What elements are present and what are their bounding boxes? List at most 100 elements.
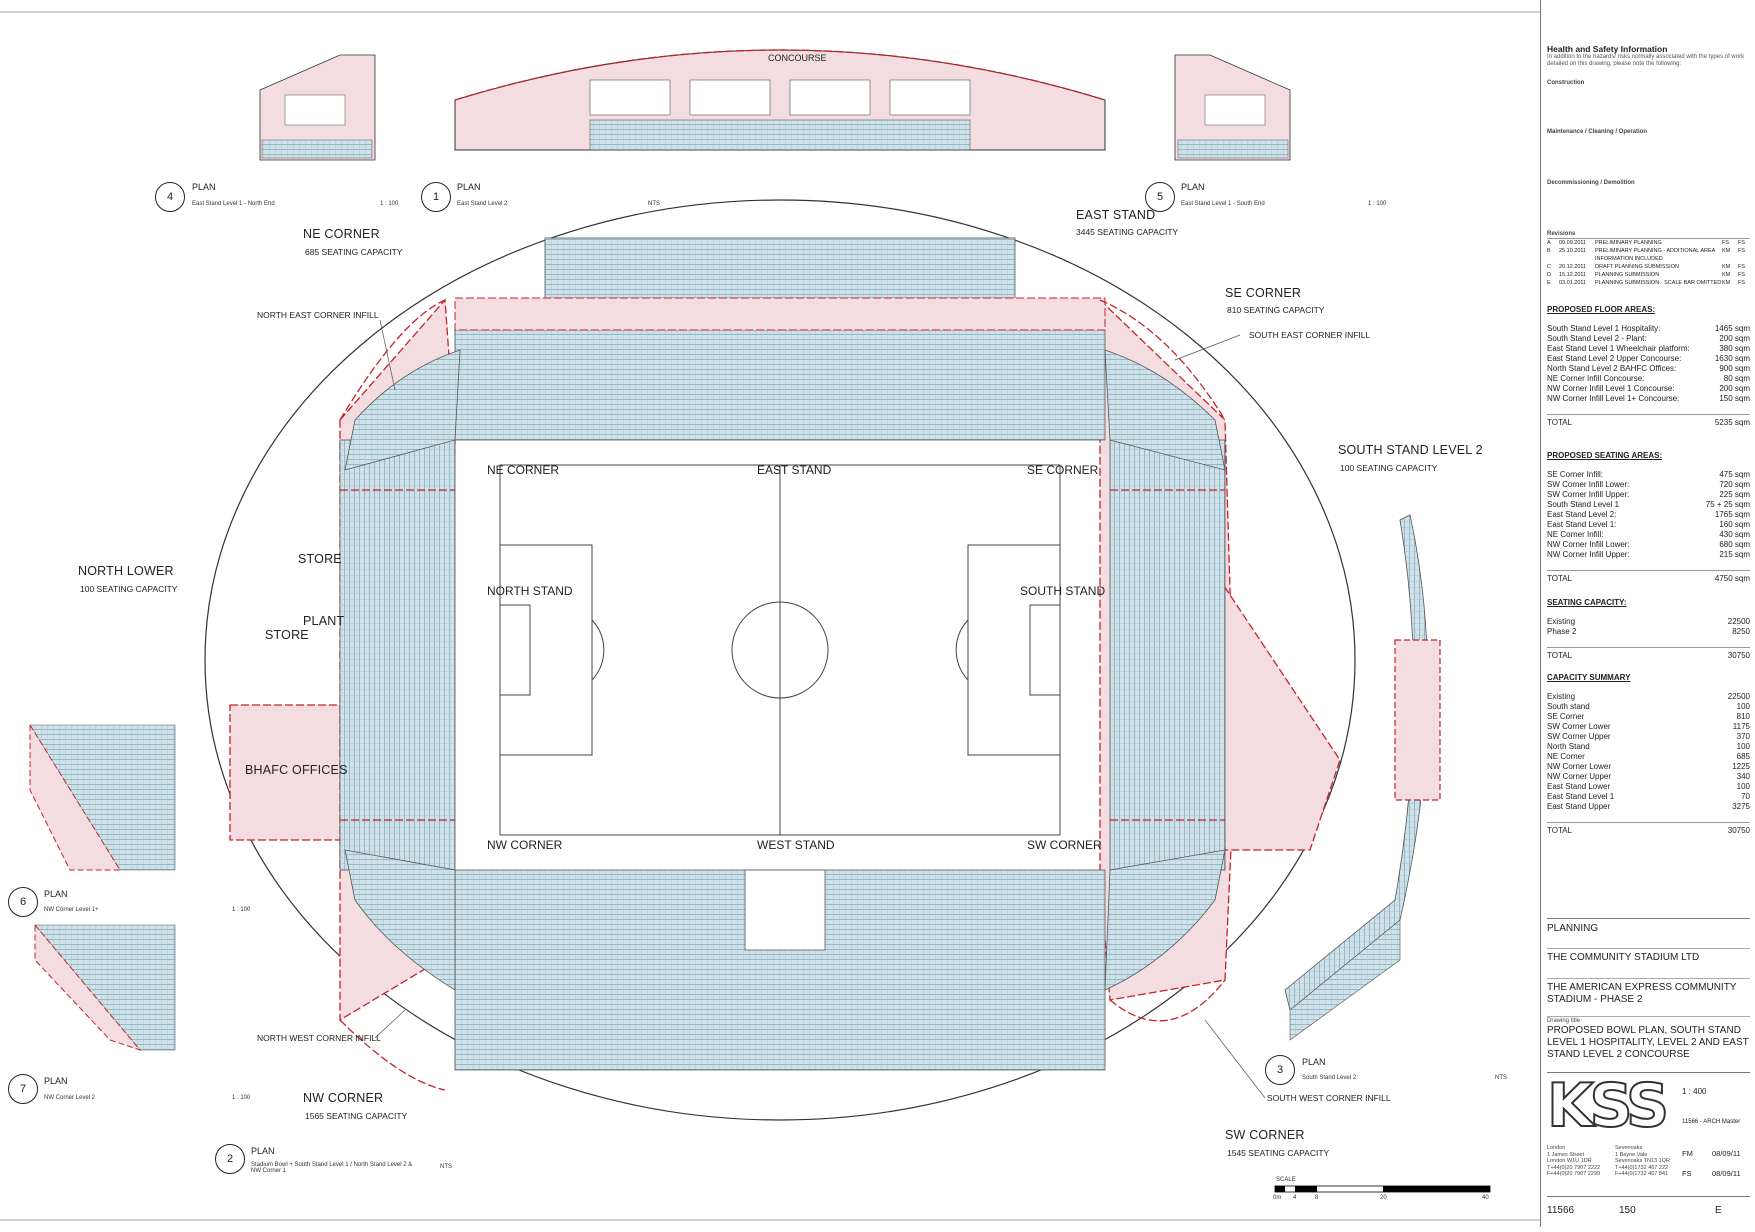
row-value: 100 — [1736, 782, 1750, 791]
seating-areas-list: SE Corner Infill:475 sqm SW Corner Infill… — [1547, 470, 1750, 560]
row-label: North Stand — [1547, 742, 1590, 751]
revision-by: KM — [1722, 280, 1731, 286]
store-label-1: STORE — [298, 552, 342, 566]
capacity-total-label: TOTAL — [1547, 651, 1573, 660]
plan-5-scale: 1 : 100 — [1368, 201, 1387, 207]
nw-corner-infill-label: NORTH WEST CORNER INFILL — [257, 1033, 381, 1043]
sw-corner-infill-label: SOUTH WEST CORNER INFILL — [1267, 1093, 1391, 1103]
health-safety-section: Health and Safety Information In additio… — [1547, 44, 1750, 68]
field-ne-corner-label: NE CORNER — [487, 463, 560, 477]
revision-by: KM — [1722, 264, 1731, 270]
drawing-title-section: Drawing title PROPOSED BOWL PLAN, SOUTH … — [1547, 1016, 1750, 1061]
plant-label: PLANT — [303, 614, 345, 628]
hospitality-area — [1198, 549, 1341, 851]
row-value: 70 — [1741, 792, 1750, 801]
seating-total-label: TOTAL — [1547, 574, 1573, 583]
plan-2-scale: NTS — [440, 1164, 452, 1170]
status-text: PLANNING — [1547, 923, 1599, 934]
se-corner-label: SE CORNER — [1225, 286, 1302, 300]
plan-2-number: 2 — [215, 1144, 245, 1174]
plan-6-title: PLAN — [44, 889, 68, 899]
row-value: 225 sqm — [1719, 490, 1750, 499]
row-label: NE Corner — [1547, 752, 1585, 761]
plan-1-drawing — [454, 49, 1106, 151]
revision-date: 09.09.2011 — [1559, 240, 1587, 246]
floor-total-label: TOTAL — [1547, 418, 1573, 427]
revision-by: FS — [1722, 240, 1730, 246]
sum-list-row: East Stand Lower 100 — [1547, 782, 1750, 792]
plan-5-number: 5 — [1145, 182, 1175, 212]
revision-rev: B — [1547, 248, 1551, 254]
scale-8: 8 — [1315, 1195, 1319, 1201]
project-number: 11566 — [1547, 1205, 1575, 1216]
row-value: 22500 — [1727, 692, 1750, 701]
row-label: SW Corner Infill Upper: — [1547, 490, 1630, 499]
row-label: NW Corner Infill Level 1+ Concourse: — [1547, 394, 1680, 403]
drawn-date: 08/09/11 — [1712, 1149, 1741, 1158]
capacity-summary-title: CAPACITY SUMMARY — [1547, 673, 1631, 682]
row-label: East Stand Upper — [1547, 802, 1611, 811]
stadium-drawing: 4 PLAN East Stand Level 1 - North End 1 … — [0, 11, 1540, 1221]
stadium-plan-svg — [0, 11, 1540, 1221]
field-south-stand-label: SOUTH STAND — [1020, 584, 1106, 598]
revision-rev: D — [1547, 272, 1551, 278]
row-label: NE Corner Infill Concourse: — [1547, 374, 1645, 383]
field-se-corner-label: SE CORNER — [1027, 463, 1099, 477]
plan-3-desc: South Stand Level 2 — [1302, 1075, 1357, 1081]
row-value: 810 — [1736, 712, 1750, 721]
concourse-label: CONCOURSE — [768, 53, 827, 63]
row-label: SW Corner Upper — [1547, 732, 1611, 741]
row-label: South Stand Level 1 — [1547, 500, 1620, 509]
row-value: 900 sqm — [1719, 364, 1750, 373]
row-value: 8250 — [1732, 627, 1750, 636]
seat-list-row: SE Corner Infill:475 sqm — [1547, 470, 1750, 480]
revision-desc: DRAFT PLANNING SUBMISSION — [1595, 264, 1679, 270]
revision-chk: FS — [1738, 264, 1746, 270]
nw-corner-label: NW CORNER — [303, 1091, 384, 1105]
south-stand-seating — [1109, 439, 1226, 871]
scale-20: 20 — [1380, 1195, 1387, 1201]
hs-text: In addition to the hazards/ risks normal… — [1547, 54, 1745, 67]
scale-bar — [1274, 1185, 1491, 1193]
revision-desc: PLANNING SUBMISSION - SCALE BAR OMITTED — [1595, 280, 1722, 286]
row-value: 1465 sqm — [1714, 324, 1750, 333]
floor-list-row: East Stand Level 1 Wheelchair platform:3… — [1547, 344, 1750, 354]
plan-6-desc: NW Corner Level 1+ — [44, 907, 99, 913]
row-label: East Stand Lower — [1547, 782, 1611, 791]
row-label: East Stand Level 2: — [1547, 510, 1617, 519]
plan-1-title: PLAN — [457, 182, 481, 192]
east-stand-upper-seating — [544, 237, 1016, 299]
se-corner-infill-label: SOUTH EAST CORNER INFILL — [1249, 330, 1371, 340]
row-value: 100 — [1736, 742, 1750, 751]
row-value: 200 sqm — [1719, 334, 1750, 343]
plan-5-title: PLAN — [1181, 182, 1205, 192]
plan-3-title: PLAN — [1302, 1057, 1326, 1067]
revision-rev: A — [1547, 240, 1551, 246]
summary-total-value: 30750 — [1727, 826, 1750, 835]
row-label: Existing — [1547, 692, 1576, 701]
scale-0: 0m — [1273, 1195, 1282, 1201]
row-label: East Stand Level 1: — [1547, 520, 1617, 529]
title-block: Health and Safety Information In additio… — [1540, 0, 1755, 1227]
row-label: NW Corner Infill Level 1 Concourse: — [1547, 384, 1675, 393]
floor-list-row: South Stand Level 2 - Plant:200 sqm — [1547, 334, 1750, 344]
drawing-title-text: PROPOSED BOWL PLAN, SOUTH STAND LEVEL 1 … — [1547, 1025, 1749, 1060]
row-value: 340 — [1736, 772, 1750, 781]
drawing-number: 150 — [1619, 1205, 1636, 1216]
maintenance-label: Maintenance / Cleaning / Operation — [1547, 129, 1648, 135]
row-value: 720 sqm — [1719, 480, 1750, 489]
scale-40: 40 — [1482, 1195, 1489, 1201]
scale-4: 4 — [1293, 1195, 1297, 1201]
row-value: 1765 sqm — [1714, 510, 1750, 519]
row-label: SE Corner Infill: — [1547, 470, 1604, 479]
plan-1-desc: East Stand Level 2 — [457, 201, 508, 207]
revision-chk: FS — [1738, 272, 1746, 278]
